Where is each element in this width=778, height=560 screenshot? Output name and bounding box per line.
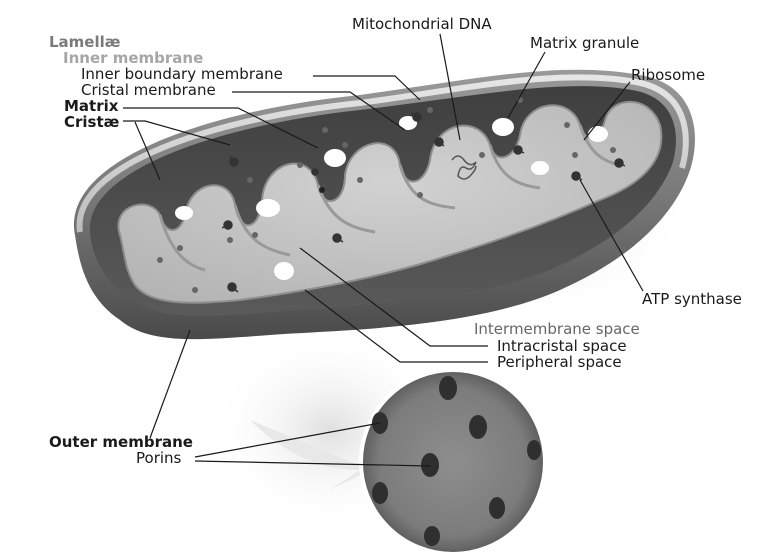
label-lamellae: Lamellæ: [49, 33, 120, 51]
mitochondrial-dna-strand: [451, 155, 477, 180]
label-intermembrane-space: Intermembrane space: [474, 320, 640, 338]
label-matrix: Matrix: [64, 97, 119, 115]
label-atp-synthase: ATP synthase: [642, 290, 742, 308]
label-porins: Porins: [136, 449, 182, 467]
label-matrix-granule: Matrix granule: [530, 34, 639, 52]
label-outer-membrane: Outer membrane: [49, 433, 193, 451]
atp-synthase-particles: [221, 112, 626, 293]
cristae-body: [117, 100, 663, 304]
matrix-granules: [175, 116, 608, 280]
label-ribosome: Ribosome: [631, 66, 705, 84]
label-peripheral-space: Peripheral space: [497, 353, 622, 371]
label-intracristal-space: Intracristal space: [497, 337, 627, 355]
labels: Lamellæ Inner membrane Inner boundary me…: [49, 15, 742, 467]
label-mitochondrial-dna: Mitochondrial DNA: [352, 15, 492, 33]
label-inner-boundary-membrane: Inner boundary membrane: [81, 65, 283, 83]
leader-lines: [123, 33, 644, 467]
label-cristal-membrane: Cristal membrane: [81, 81, 216, 99]
label-cristae: Cristæ: [64, 113, 119, 131]
label-inner-membrane: Inner membrane: [63, 49, 203, 67]
porin-magnified-circle: [359, 368, 547, 556]
